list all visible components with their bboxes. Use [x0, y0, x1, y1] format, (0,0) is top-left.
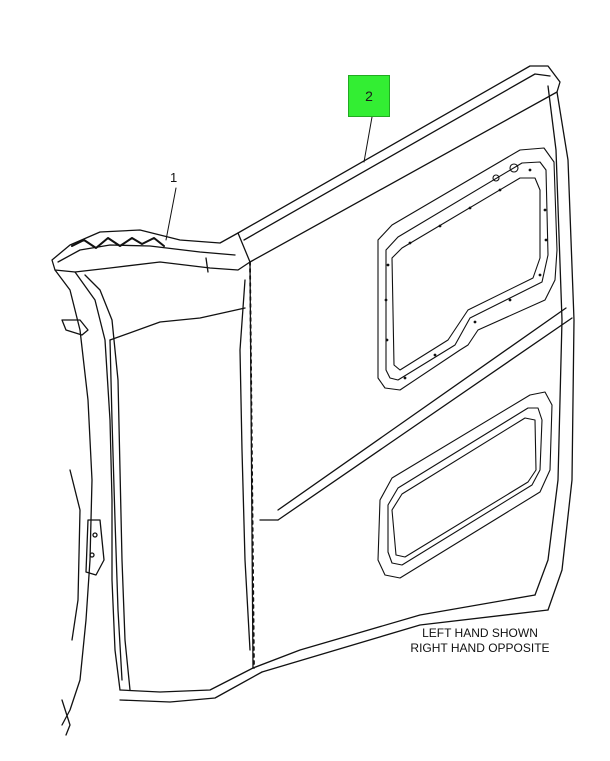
callout-label-1: 1	[170, 170, 178, 185]
leader-line-2	[363, 116, 373, 163]
callout-2-highlight[interactable]: 2	[348, 75, 390, 117]
orientation-note: LEFT HAND SHOWN RIGHT HAND OPPOSITE	[400, 626, 560, 656]
rear-corner-panel	[51, 229, 263, 736]
side-panel-outer	[237, 65, 575, 673]
note-line-2: RIGHT HAND OPPOSITE	[410, 641, 550, 655]
note-line-1: LEFT HAND SHOWN	[422, 626, 538, 640]
leader-line-1	[165, 187, 177, 241]
lower-storage-opening	[377, 391, 553, 579]
upper-window-opening	[377, 147, 558, 391]
